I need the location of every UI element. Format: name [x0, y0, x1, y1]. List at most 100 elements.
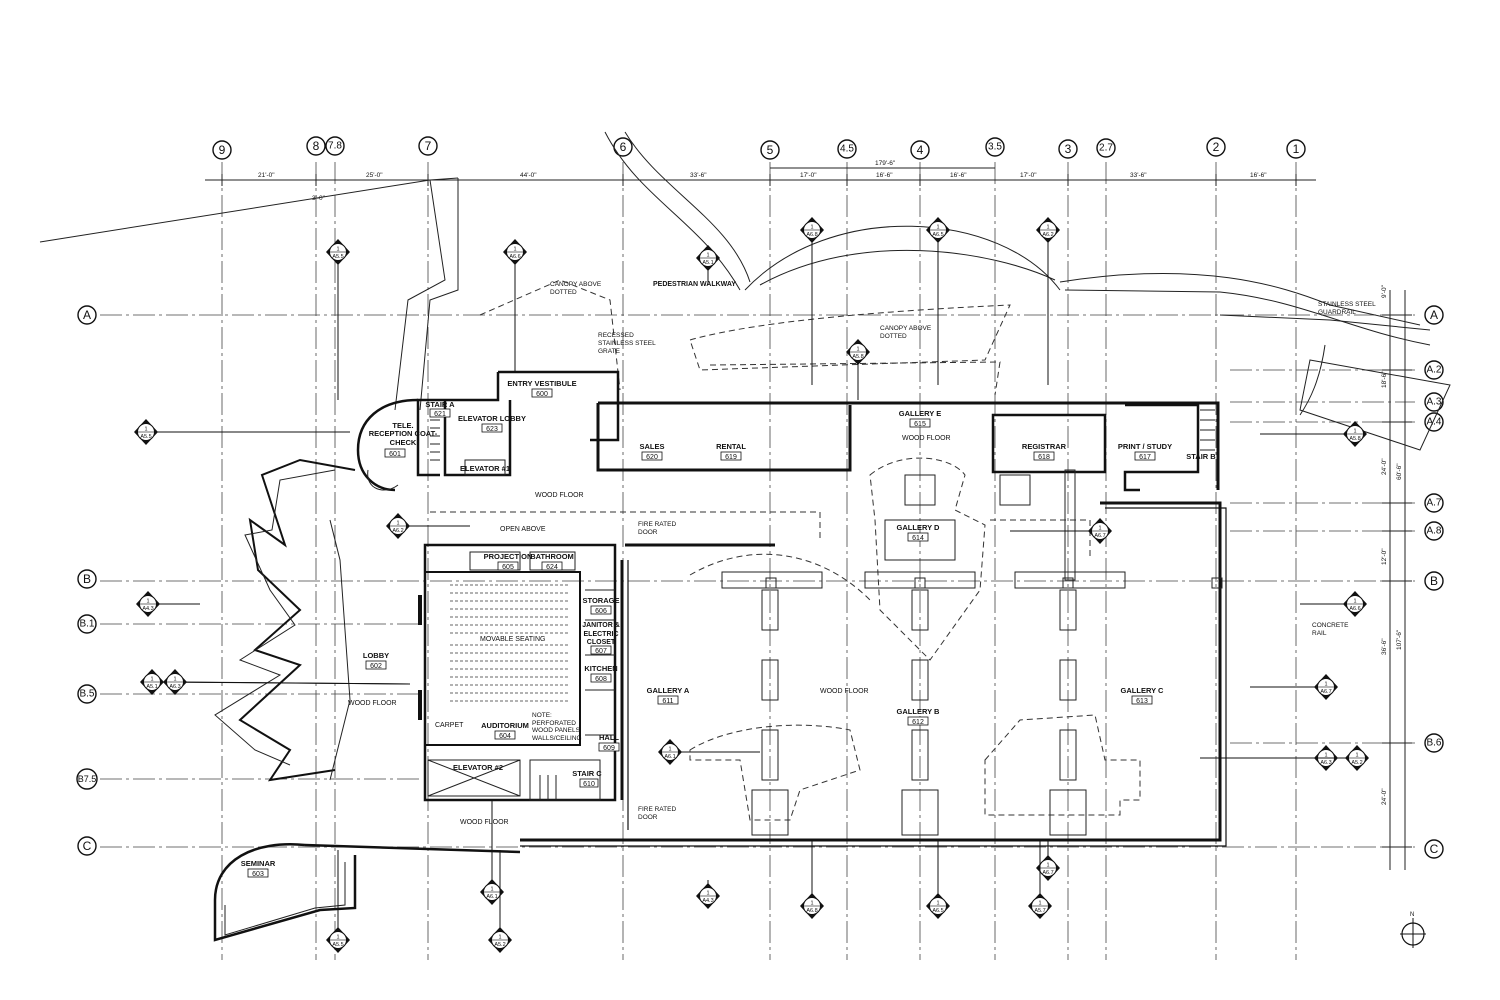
drawing-notes: PEDESTRIAN WALKWAY CANOPY ABOVE DOTTED C…: [348, 281, 1376, 826]
section-marker-sheet: A6.7: [1320, 689, 1331, 695]
svg-text:3: 3: [1065, 142, 1072, 156]
svg-text:GALLERY C: GALLERY C: [1121, 686, 1165, 695]
dim-33ft-6-right: 33'-6": [1130, 172, 1147, 179]
room-elevator-1: ELEVATOR #1: [460, 464, 510, 473]
section-marker-number: 1: [498, 935, 501, 941]
room-registrar: REGISTRAR 618: [1022, 442, 1067, 461]
section-marker-2: 1A5.1: [696, 245, 720, 285]
room-rental: RENTAL 619: [716, 442, 746, 461]
section-marker-sheet: A6.2: [1042, 232, 1053, 238]
section-marker-sheet: A6.3: [1320, 760, 1331, 766]
section-marker-sheet: A4.3: [702, 898, 713, 904]
dim-overall-179ft: 179'-6": [875, 160, 896, 167]
section-marker-sheet: A6.5: [932, 232, 943, 238]
note-open-above: OPEN ABOVE: [500, 526, 546, 533]
svg-text:STAIR B: STAIR B: [1186, 452, 1216, 461]
svg-text:605: 605: [502, 564, 514, 571]
section-marker-11: 1A6.6: [1300, 591, 1367, 617]
svg-text:1: 1: [1293, 142, 1300, 156]
section-marker-4: 1A6.5: [926, 217, 950, 385]
section-marker-20: 1A6.1: [480, 800, 504, 905]
section-marker-number: 1: [1324, 753, 1327, 759]
svg-text:B: B: [83, 572, 91, 586]
grid-bubble-col-7-8: 7.8: [325, 136, 345, 156]
section-marker-number: 1: [396, 521, 399, 527]
svg-text:4: 4: [917, 143, 924, 157]
svg-text:REGISTRAR: REGISTRAR: [1022, 442, 1067, 451]
svg-text:3.5: 3.5: [988, 142, 1002, 153]
note-recessed-grate: RECESSED STAINLESS STEEL GRATE: [598, 332, 656, 355]
section-marker-23: 1A6.8: [800, 840, 824, 919]
section-marker-25: 1A5.7: [1028, 840, 1052, 919]
grid-bubble-col-8: 8: [306, 136, 326, 156]
svg-text:STAIR A: STAIR A: [425, 400, 455, 409]
room-stair-b: STAIR B: [1186, 452, 1216, 461]
dim-12ft: 12'-0": [1381, 548, 1388, 565]
north-label: N: [1410, 912, 1414, 918]
grid-bubble-row-b-left: B: [77, 569, 97, 589]
section-marker-number: 1: [173, 677, 176, 683]
svg-text:KITCHEN: KITCHEN: [584, 664, 617, 673]
room-bathroom: BATHROOM 624: [530, 552, 574, 571]
section-marker-number: 1: [146, 599, 149, 605]
section-marker-number: 1: [1353, 429, 1356, 435]
room-labels: ENTRY VESTIBULE 600 STAIR A 621 ELEVATOR…: [241, 379, 1217, 878]
svg-text:621: 621: [434, 411, 446, 418]
section-marker-number: 1: [856, 347, 859, 353]
svg-text:HALL: HALL: [599, 733, 619, 742]
room-entry-vestibule: ENTRY VESTIBULE 600: [507, 379, 576, 398]
section-marker-17: 1A5.2: [1250, 745, 1369, 771]
grid-bubble-col-6: 6: [613, 137, 633, 157]
section-marker-sheet: A6.3: [169, 684, 180, 690]
section-marker-number: 1: [810, 225, 813, 231]
dim-16ft-6-b: 16'-6": [950, 172, 967, 179]
svg-text:601: 601: [389, 451, 401, 458]
section-marker-24: 1A6.5: [926, 840, 950, 919]
section-marker-9: 1A6.7: [1010, 518, 1112, 544]
section-marker-26: 1A5.2: [488, 850, 512, 953]
section-marker-6: 1A5.8: [846, 339, 870, 400]
grid-bubble-row-b-right: B: [1424, 571, 1444, 591]
section-marker-sheet: A5.7: [1034, 908, 1045, 914]
svg-text:C: C: [83, 839, 92, 853]
dim-25ft: 25'-0": [366, 172, 383, 179]
grid-bubble-row-a-8: A.8: [1424, 521, 1444, 541]
section-marker-sheet: A5.5: [140, 434, 151, 440]
note-stainless-guardrail: STAINLESS STEEL GUARDRAIL: [1318, 301, 1376, 316]
grid-bubble-col-3: 3: [1058, 139, 1078, 159]
section-marker-number: 1: [1038, 901, 1041, 907]
grid-bubble-row-a-2: A.2: [1424, 360, 1444, 380]
grid-bubble-row-b-7-5-left: B7.5: [76, 768, 98, 790]
svg-text:2: 2: [1213, 140, 1220, 154]
section-marker-8: 1A6.2: [386, 513, 470, 539]
room-stair-c: STAIR C 610: [572, 769, 602, 788]
svg-text:GALLERY A: GALLERY A: [647, 686, 690, 695]
section-marker-sheet: A4.3: [142, 606, 153, 612]
svg-text:LOBBY: LOBBY: [363, 651, 389, 660]
grid-bubble-col-3-5: 3.5: [985, 137, 1005, 157]
svg-text:604: 604: [499, 733, 511, 740]
svg-text:624: 624: [546, 564, 558, 571]
svg-text:SALES: SALES: [639, 442, 664, 451]
note-canopy-above-1: CANOPY ABOVE DOTTED: [550, 281, 602, 296]
grid-bubble-col-9: 9: [212, 140, 232, 160]
note-carpet: CARPET: [435, 722, 464, 729]
svg-text:B.5: B.5: [79, 689, 94, 700]
svg-text:ELEVATOR LOBBY: ELEVATOR LOBBY: [458, 414, 526, 423]
grid-bubble-row-a-4: A.4: [1424, 412, 1444, 432]
section-marker-number: 1: [336, 935, 339, 941]
section-marker-number: 1: [1046, 863, 1049, 869]
svg-text:GALLERY D: GALLERY D: [897, 523, 941, 532]
svg-text:B: B: [1430, 574, 1438, 588]
svg-text:STORAGE: STORAGE: [583, 596, 620, 605]
dim-16ft-6-c: 16'-6": [1250, 172, 1267, 179]
svg-text:B.6: B.6: [1426, 738, 1441, 749]
grid-bubble-row-b-5-left: B.5: [77, 684, 97, 704]
svg-text:A.3: A.3: [1426, 397, 1441, 408]
building-walls: [213, 370, 1227, 942]
top-dimension-string: 21'-0" 25'-0" 44'-0" 33'-6" 17'-0" 16'-6…: [205, 160, 1316, 202]
svg-text:2.7: 2.7: [1099, 143, 1113, 154]
svg-text:PROJECTION: PROJECTION: [484, 552, 533, 561]
section-marker-sheet: A6.8: [806, 908, 817, 914]
